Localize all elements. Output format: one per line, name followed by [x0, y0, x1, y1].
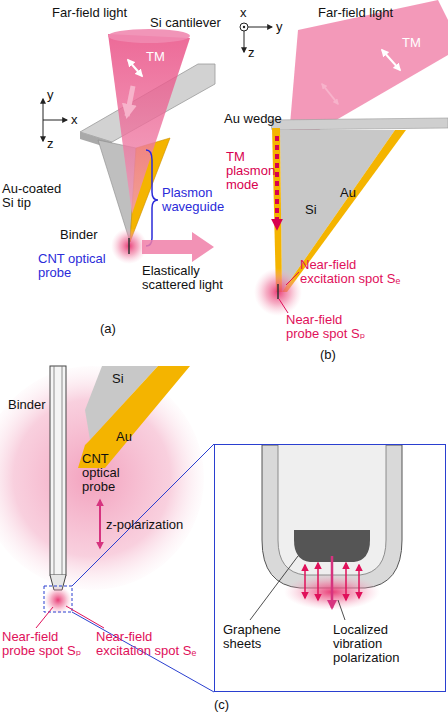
- light-arrow: [127, 86, 133, 116]
- mode-label: TM plasmon mode: [226, 150, 281, 192]
- light-label: Elastically scattered light: [142, 264, 237, 292]
- vibration-arrow: [304, 565, 306, 598]
- scattered-light-arrow: [142, 232, 214, 262]
- part-label: Si: [112, 372, 124, 386]
- axis-out: [240, 23, 248, 31]
- polarization-arrow: [99, 500, 101, 548]
- axis-label: x: [240, 6, 247, 20]
- cnt-probe: [277, 284, 279, 299]
- light-label: Far-field light: [318, 6, 393, 20]
- panel-label: (a): [100, 322, 116, 336]
- leader-line: [250, 556, 298, 620]
- leader-line: [286, 272, 299, 285]
- spot-label: Near-field excitation spot Sₑ: [96, 630, 204, 658]
- panel-label: (c): [214, 698, 229, 712]
- part-label: CNT optical probe: [82, 452, 132, 494]
- part-label: Au: [116, 430, 132, 444]
- vibration-arrow: [358, 565, 360, 598]
- part-label: Plasmon waveguide: [162, 186, 232, 214]
- light-label: Far-field light: [52, 6, 127, 20]
- polarization-arrow: [331, 556, 334, 608]
- leader-line: [338, 600, 345, 620]
- polarization-label: z-polarization: [106, 518, 183, 532]
- part-label: Si: [305, 203, 317, 217]
- si-cantilever: [270, 118, 448, 130]
- axis-arrow: [43, 120, 44, 141]
- axis-label: y: [276, 20, 283, 34]
- axis-arrow: [43, 99, 44, 120]
- cone-top: [108, 29, 190, 43]
- inset-box: Graphene sheets Localized vibration polar…: [214, 444, 446, 692]
- axis-label: y: [47, 88, 54, 102]
- probe-spot: [44, 586, 72, 614]
- au-wedge: [272, 128, 282, 292]
- leader-line: [36, 607, 53, 628]
- excitation-spot: [254, 268, 302, 316]
- spot-label: Near-field excitation spot Sₑ: [300, 258, 408, 286]
- polarization-arrow: [128, 60, 142, 76]
- cnt-probe: [50, 366, 66, 575]
- leader-line: [66, 606, 104, 628]
- plasmon-mode: [275, 136, 279, 226]
- node-text: Graphene sheets: [223, 623, 293, 651]
- zoom-box: [44, 586, 72, 612]
- part-label: Au wedge: [224, 112, 282, 126]
- part-label: Au: [340, 186, 356, 200]
- axis-label: z: [248, 46, 255, 60]
- binder-glow: [111, 228, 147, 264]
- zoom-line: [72, 612, 214, 692]
- axis-dot: [243, 26, 245, 28]
- polarization-label: TM: [402, 36, 421, 50]
- axis-arrow: [244, 31, 245, 52]
- part-label: Au-coated Si tip: [2, 182, 68, 210]
- panel-label: (b): [320, 348, 336, 362]
- polarization-label: TM: [146, 50, 165, 64]
- vibration-arrow: [317, 563, 319, 600]
- polarization-arrow: [382, 50, 400, 70]
- zoom-line: [72, 444, 214, 586]
- part-label: Si cantilever: [150, 16, 221, 30]
- axis-label: x: [71, 113, 78, 127]
- node-text: Localized vibration polarization: [333, 623, 413, 665]
- leader-line: [279, 299, 288, 313]
- cnt-layer: [278, 445, 386, 575]
- axis-label: z: [47, 137, 54, 151]
- part-label: Binder: [8, 398, 46, 412]
- polarization-arrow: [322, 84, 338, 104]
- spot-label: Near-field probe spot Sₚ: [286, 313, 370, 341]
- spot-label: Near-field probe spot Sₚ: [2, 630, 86, 658]
- bracket: [146, 150, 158, 246]
- cnt-wall: [54, 366, 55, 588]
- part-label: CNT optical probe: [38, 252, 118, 280]
- axis-arrow: [248, 27, 272, 28]
- vibration-arrow: [345, 563, 347, 600]
- axis-arrow: [43, 120, 67, 121]
- part-label: Binder: [60, 228, 98, 242]
- cnt-probe: [128, 238, 130, 254]
- cnt-wall: [62, 366, 63, 588]
